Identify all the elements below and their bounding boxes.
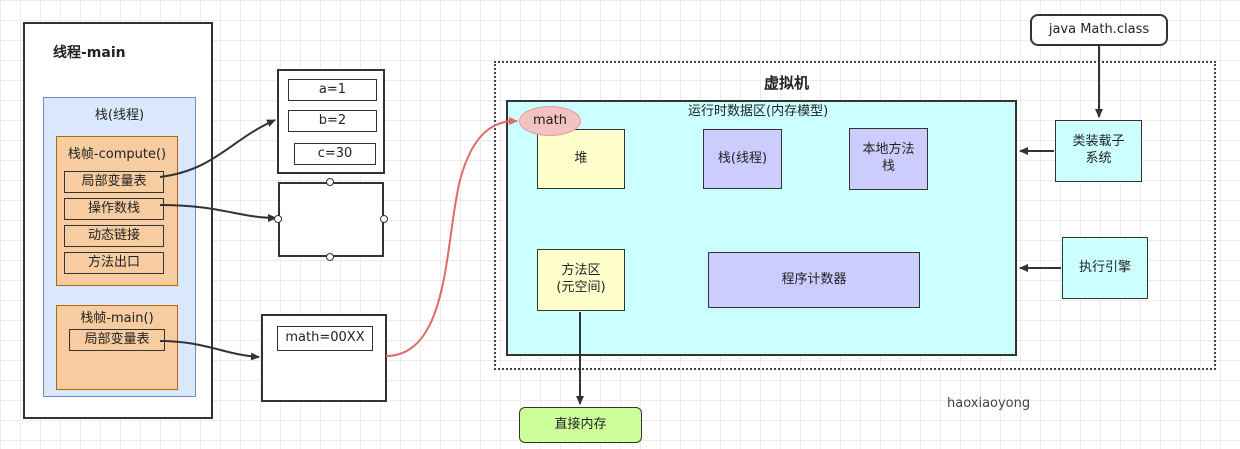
stack-box: 栈(线程): [703, 129, 782, 189]
thread-main-box: 线程-main 栈(线程) 栈帧-compute() 局部变量表 操作数栈 动态…: [23, 22, 213, 419]
heap-box: 堆: [537, 129, 625, 189]
math-reference: math=00XX: [277, 326, 373, 351]
frame-compute-box: 栈帧-compute() 局部变量表 操作数栈 动态链接 方法出口: [56, 136, 178, 286]
math-object: math: [519, 106, 581, 136]
compute-local-var-table: 局部变量表: [64, 171, 164, 193]
jvm-box: [494, 61, 1216, 370]
handle-left: [274, 215, 282, 223]
jvm-title: 虚拟机: [764, 74, 810, 92]
main-locals-box: math=00XX: [261, 314, 387, 402]
program-counter-box: 程序计数器: [708, 252, 920, 308]
class-loader-label-1: 类装载子: [1072, 134, 1125, 150]
thread-stack-box: 栈(线程) 栈帧-compute() 局部变量表 操作数栈 动态链接 方法出口 …: [43, 97, 196, 397]
arrow-math-ref-to-heap: [385, 117, 518, 357]
frame-main-box: 栈帧-main() 局部变量表: [56, 305, 178, 390]
local-c: c=30: [294, 143, 376, 165]
local-b: b=2: [288, 110, 377, 132]
handle-right: [380, 215, 388, 223]
method-area-box: 方法区 (元空间): [537, 249, 625, 311]
locals-box: a=1 b=2 c=30: [277, 69, 385, 174]
handle-top: [326, 178, 334, 186]
compute-dynamic-linking: 动态链接: [64, 225, 164, 247]
direct-memory-box: 直接内存: [519, 407, 642, 443]
method-area-label: 方法区: [561, 263, 601, 279]
class-loader-box: 类装载子 系统: [1055, 120, 1142, 182]
thread-stack-title: 栈(线程): [94, 108, 145, 123]
compute-operand-stack: 操作数栈: [64, 198, 164, 220]
local-a: a=1: [288, 79, 377, 101]
arrow-operand-stack-to-box: [159, 204, 277, 222]
class-file-box: java Math.class: [1030, 14, 1168, 46]
method-area-sub-label: (元空间): [556, 280, 606, 295]
runtime-data-area-title: 运行时数据区(内存模型): [688, 104, 829, 119]
compute-method-exit: 方法出口: [64, 252, 164, 274]
native-method-stack-box: 本地方法栈: [849, 128, 928, 190]
arrow-main-locals-to-box: [159, 340, 260, 361]
frame-main-title: 栈帧-main(): [80, 311, 154, 326]
handle-bottom: [326, 253, 334, 261]
thread-main-title: 线程-main: [53, 45, 126, 61]
main-local-var-table: 局部变量表: [69, 329, 165, 351]
arrow-local-vars-to-locals-box: [159, 119, 276, 178]
watermark-text: haoxiaoyong: [947, 396, 1031, 411]
class-loader-label-2: 系统: [1085, 151, 1112, 166]
frame-compute-title: 栈帧-compute(): [67, 147, 167, 162]
execution-engine-box: 执行引擎: [1062, 237, 1148, 299]
